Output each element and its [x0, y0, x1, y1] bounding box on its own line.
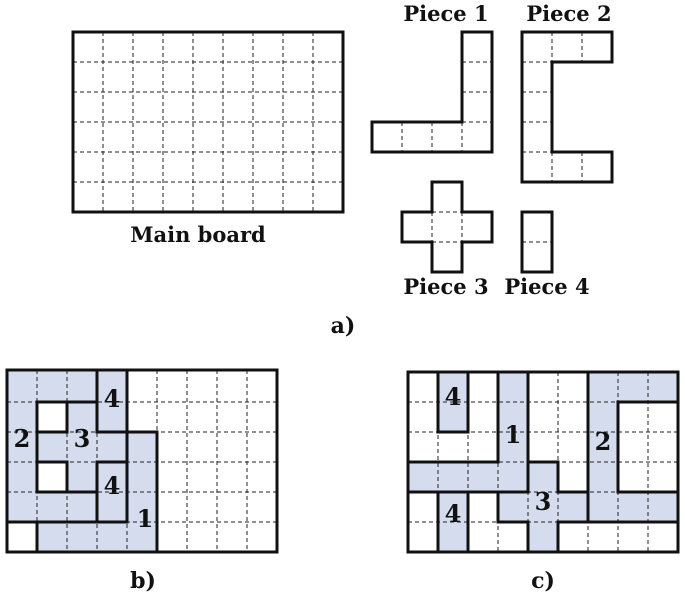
panel-b-hole-3 — [7, 522, 37, 552]
piece-3-grid — [431, 211, 463, 243]
piece-2-label: Piece 2 — [526, 1, 611, 26]
panel-c-caption: c) — [531, 568, 555, 594]
piece-3-outline — [400, 180, 494, 274]
panel-b-hole-2 — [37, 462, 67, 492]
panel-c-piece-3-fill — [498, 462, 588, 552]
panel-a: Main board Piece 1 Piece 2 Piece 3 Piece… — [71, 1, 614, 339]
panel-b-border — [5, 368, 279, 554]
main-board-grid — [73, 32, 343, 212]
panel-b-piece-3-fill — [37, 402, 127, 492]
main-board-border — [71, 30, 345, 214]
piece-2 — [520, 30, 614, 184]
panel-b-piece-2-fill — [7, 370, 97, 522]
panel-b-number-3: 3 — [74, 424, 91, 453]
panel-a-caption: a) — [331, 313, 356, 339]
panel-b-shading — [7, 370, 157, 552]
panel-c-piece-outlines — [406, 370, 680, 554]
panel-c-number-1: 1 — [505, 420, 522, 449]
piece-2-grid — [522, 32, 583, 182]
panel-c-number-2: 2 — [595, 427, 612, 456]
panel-b-number-1: 1 — [137, 504, 154, 533]
panel-c-piece-2-fill — [588, 372, 678, 522]
panel-b-piece-4-top-fill — [97, 370, 127, 432]
panel-b-number-2: 2 — [14, 424, 31, 453]
panel-c-number-3: 3 — [535, 487, 552, 516]
main-board-label: Main board — [130, 222, 266, 247]
panel-c-number-4-top: 4 — [445, 382, 462, 411]
panel-c-number-4-bottom: 4 — [445, 499, 462, 528]
piece-1 — [370, 30, 494, 154]
piece-4-label: Piece 4 — [504, 274, 589, 299]
piece-2-outline — [520, 30, 614, 184]
panel-b: 4 2 3 4 1 b) — [5, 368, 279, 594]
panel-b-number-4-top: 4 — [104, 384, 121, 413]
panel-b-number-4-bottom: 4 — [104, 471, 121, 500]
main-board — [71, 30, 345, 214]
piece-1-outline — [370, 30, 494, 154]
panel-b-hole-1 — [37, 402, 67, 432]
panel-c: 4 1 2 3 4 c) — [406, 370, 680, 594]
piece-1-label: Piece 1 — [403, 1, 488, 26]
panel-c-border — [406, 370, 680, 554]
piece-1-grid — [401, 61, 492, 152]
piece-4 — [520, 210, 554, 274]
panel-b-piece-outlines — [5, 368, 279, 554]
piece-3 — [400, 180, 494, 274]
panel-b-caption: b) — [130, 568, 156, 594]
piece-4-outline — [520, 210, 554, 274]
piece-3-label: Piece 3 — [403, 274, 488, 299]
